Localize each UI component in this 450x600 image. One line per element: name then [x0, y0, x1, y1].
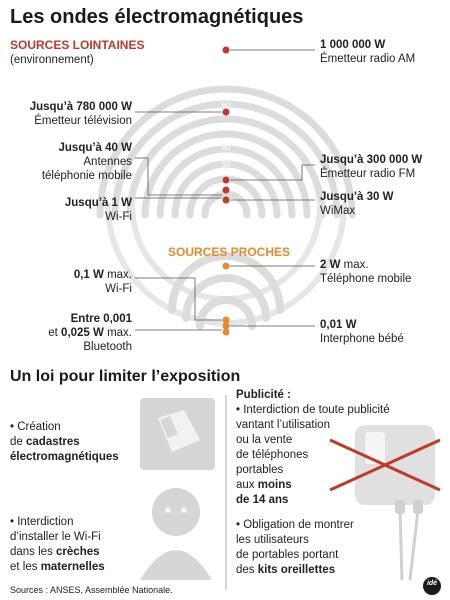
cadastres-l3: électromagnétiques [10, 451, 119, 463]
scale-tick: 80 [222, 101, 231, 110]
label-baby-monitor: 0,01 W Interphone bébé [320, 318, 450, 346]
antennas-value: Jusqu’à 40 W [58, 142, 133, 154]
label-antennas: Jusqu’à 40 W Antennes téléphonie mobile [0, 141, 132, 183]
label-bluetooth: Entre 0,001 et 0,025 W max. Bluetooth [0, 312, 132, 354]
pub-b1-l7: de 14 ans [236, 494, 289, 506]
law-heading: Un loi pour limiter l’exposition [10, 368, 241, 385]
pub-b2-l4b: kits oreillettes [257, 564, 336, 576]
television-desc: Émetteur télévision [34, 115, 132, 127]
pub-b1-l2: vantant l’utilisation [236, 419, 330, 431]
television-value: Jusqu’à 780 000 W [29, 101, 132, 113]
dot-radio-am [222, 46, 230, 54]
publicity-heading: Publicité : [236, 389, 291, 401]
wifi-ban-l4b: maternelles [40, 561, 105, 573]
distant-sources-heading: SOURCES LOINTAINES [10, 38, 145, 52]
phone-ad-icon [329, 425, 441, 505]
wifi-near-desc: Wi-Fi [105, 283, 132, 295]
pub-b2-l1: • Obligation de montrer [236, 519, 354, 531]
bluetooth-pre2: et [48, 327, 62, 339]
scale-tick: 70 [222, 123, 231, 132]
label-wifi-distant: Jusqu’à 1 W Wi-Fi [0, 196, 132, 224]
wifi-distant-desc: Wi-Fi [105, 211, 132, 223]
antennas-desc1: Antennes [83, 156, 132, 168]
bluetooth-desc: Bluetooth [83, 341, 132, 353]
distant-sources-subheading: (environnement) [10, 54, 94, 66]
pub-b2-l3: de portables portant [236, 549, 339, 561]
scale-tick: 60 [222, 143, 231, 152]
label-radio-fm: Jusqu’à 300 000 W Émetteur radio FM [320, 153, 450, 181]
label-wimax: Jusqu’à 30 W WiMax [320, 190, 450, 218]
near-sources-heading: SOURCES PROCHES [168, 245, 291, 259]
dot-mobile-phone [222, 262, 230, 270]
wifi-distant-value: Jusqu’à 1 W [64, 197, 132, 209]
mobile-phone-value: 2 W [320, 259, 341, 271]
wifi-ban-l4a: et les [10, 561, 41, 573]
wifi-ban-l3a: dans les [10, 546, 57, 558]
cadastres-l2b: cadastres [26, 436, 80, 448]
cadastres-l2a: de [10, 436, 26, 448]
bluetooth-suffix: max. [103, 327, 132, 339]
pub-b1-l6a: aux [236, 479, 258, 491]
pub-b2-l2: les utilisateurs [236, 534, 309, 546]
label-radio-am: 1 000 000 W Émetteur radio AM [320, 38, 450, 66]
map-icon [140, 398, 215, 470]
wifi-ban-l3b: crèches [56, 546, 100, 558]
law-item-wifi: • Interdiction d’installer le Wi-Fi dans… [10, 515, 210, 575]
wifi-near-suffix: max. [103, 269, 132, 281]
pub-b1-l1: • Interdiction de toute publicité [236, 404, 390, 416]
wifi-ban-l2: d’installer le Wi-Fi [10, 531, 101, 543]
bluetooth-value2: 0,025 W [61, 327, 104, 339]
law-earphones: • Obligation de montrer les utilisateurs… [236, 518, 411, 578]
dot-bluetooth [222, 328, 230, 336]
scale-tick: 50 [222, 160, 231, 169]
brand-logo [423, 577, 441, 595]
bluetooth-value1: Entre 0,001 [70, 313, 132, 325]
wifi-near-value: 0,1 W [73, 269, 104, 281]
label-mobile-phone: 2 W max. Téléphone mobile [320, 258, 450, 286]
near-connectors [135, 265, 315, 331]
pub-b1-l3: ou la vente [236, 434, 293, 446]
pub-b1-l5: portables [236, 464, 284, 476]
label-television: Jusqu’à 780 000 W Émetteur télévision [0, 100, 132, 128]
dot-antennas [222, 186, 230, 194]
label-wifi-near: 0,1 W max. Wi-Fi [0, 268, 132, 296]
pub-b2-l4a: des [236, 564, 258, 576]
near-dots [222, 262, 230, 336]
dot-television [222, 108, 230, 116]
brand-logo-text: idé [426, 580, 438, 587]
dot-wimax [222, 196, 230, 204]
wimax-desc: WiMax [320, 205, 356, 217]
law-item-cadastres: • Création de cadastres électromagnétiqu… [10, 420, 210, 465]
antennas-desc2: téléphonie mobile [41, 170, 132, 182]
pub-b1-l4: de téléphones [236, 449, 309, 461]
mobile-phone-suffix: max. [340, 259, 369, 271]
radio-fm-desc: Émetteur radio FM [320, 168, 416, 180]
dot-baby-monitor [222, 322, 230, 330]
wifi-ban-l1: • Interdiction [10, 516, 74, 528]
distant-dots [222, 46, 230, 204]
distant-connectors [135, 49, 315, 201]
wimax-value: Jusqu’à 30 W [320, 191, 394, 203]
baby-monitor-desc: Interphone bébé [320, 333, 404, 345]
mobile-phone-desc: Téléphone mobile [320, 273, 412, 285]
radio-fm-value: Jusqu’à 300 000 W [320, 154, 423, 166]
dot-radio-fm [222, 176, 230, 184]
near-waves [168, 252, 284, 330]
cadastres-l1: • Création [10, 421, 61, 433]
scale-tick: 90 [222, 75, 231, 84]
earphone-icon [395, 500, 423, 581]
baby-monitor-value: 0,01 W [320, 319, 357, 331]
baby-icon [140, 488, 212, 580]
radio-am-desc: Émetteur radio AM [320, 53, 416, 65]
pub-b1-l6b: moins [257, 479, 292, 491]
dot-wifi-near [222, 316, 230, 324]
radio-am-value: 1 000 000 W [320, 39, 386, 51]
law-publicity: Publicité : • Interdiction de toute publ… [236, 388, 446, 508]
sources-credit: Sources : ANSES, Assemblée Nationale. [10, 585, 173, 595]
page-title: Les ondes électromagnétiques [10, 6, 304, 28]
